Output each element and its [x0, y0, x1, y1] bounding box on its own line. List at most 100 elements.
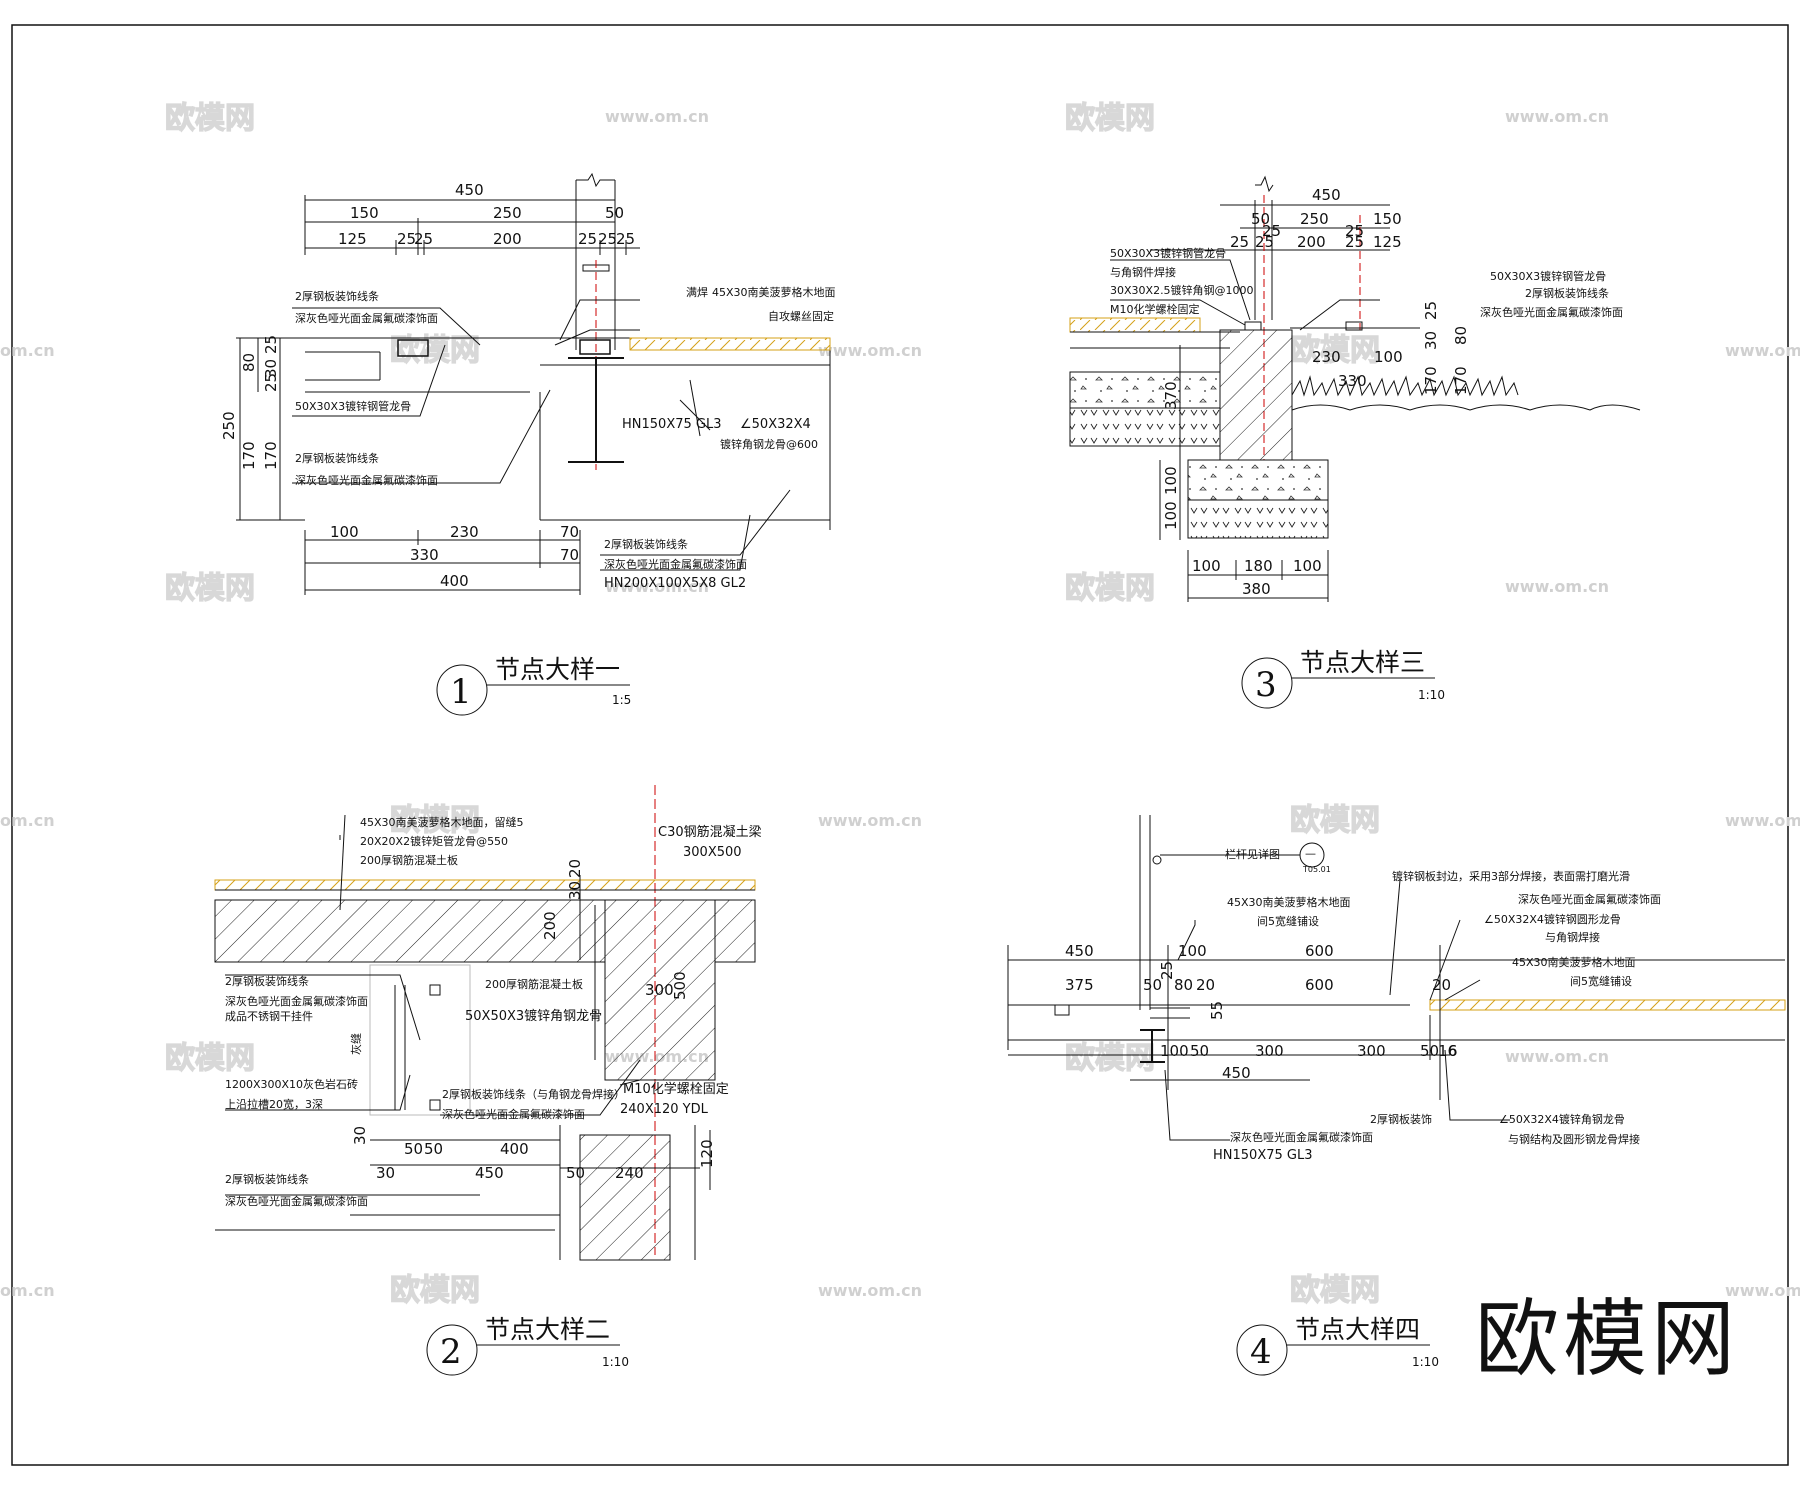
- note: 1200X300X10灰色岩石砖: [225, 1077, 358, 1091]
- detail-number: 4: [1250, 1332, 1272, 1372]
- dim-label: 25: [1158, 961, 1176, 980]
- dim-label: 450: [475, 1164, 504, 1182]
- note: 深灰色哑光面金属氟碳漆饰面: [1480, 305, 1623, 319]
- watermark-logo: 欧模网: [1065, 101, 1155, 136]
- dim-label: 25: [262, 335, 280, 354]
- note: 50X30X3镀锌钢管龙骨: [295, 399, 411, 413]
- dim-label: 125: [1373, 233, 1402, 251]
- note: 与角钢焊接: [1545, 930, 1600, 944]
- note: 45X30南美菠萝格木地面: [1227, 895, 1351, 909]
- dim-label: 50: [1420, 1042, 1439, 1060]
- dim-label: 70: [560, 546, 579, 564]
- note: T05.01: [1302, 865, 1331, 874]
- note: 上沿拉槽20宽，3深: [225, 1097, 323, 1111]
- dim-label: 50: [404, 1140, 423, 1158]
- watermark-logo: 欧模网: [165, 1041, 255, 1076]
- detail-1: [236, 174, 830, 595]
- dim-label: 180: [1244, 557, 1273, 575]
- dim-label: 80: [1174, 976, 1193, 994]
- note: 2厚钢板装饰线条（与角钢龙骨焊接）: [442, 1087, 625, 1101]
- dim-label: 80: [240, 353, 258, 372]
- detail-4: [1008, 815, 1785, 1140]
- watermark-url: om.cn: [0, 811, 55, 830]
- dim-label: 380: [1242, 580, 1271, 598]
- detail-number: 2: [440, 1332, 462, 1372]
- watermark-logo: 欧模网: [1065, 1041, 1155, 1076]
- note: 深灰色哑光面金属氟碳漆饰面: [225, 994, 368, 1008]
- dim-label: 375: [1065, 976, 1094, 994]
- dim-label: 30: [351, 1126, 369, 1145]
- dim-label: 20: [1196, 976, 1215, 994]
- dim-label: 100: [1374, 348, 1403, 366]
- dim-label: 450: [455, 181, 484, 199]
- watermark-url: www.om.cn: [1505, 1047, 1609, 1066]
- detail-number: 1: [450, 672, 472, 712]
- dim-label: 200: [493, 230, 522, 248]
- note: 深灰色哑光面金属氟碳漆饰面: [1230, 1130, 1373, 1144]
- note: 50X30X3镀锌钢管龙骨: [1110, 246, 1226, 260]
- note: 200厚钢筋混凝土板: [485, 977, 583, 991]
- watermark-logo: 欧模网: [165, 571, 255, 606]
- dim-label: 300: [1357, 1042, 1386, 1060]
- watermark-logo: 欧模网: [165, 101, 255, 136]
- dim-label: 230: [1312, 348, 1341, 366]
- watermark-url: www.om.cn: [1725, 811, 1800, 830]
- dim-label: 170: [1422, 366, 1440, 395]
- note: HN200X100X5X8 GL2: [604, 576, 746, 591]
- detail-title: 节点大样一: [495, 655, 620, 684]
- detail-3-text: 450 50 25 250 150 25 25 200 25 125 25 25…: [1110, 186, 1623, 598]
- watermark-url: www.om.cn: [1505, 577, 1609, 596]
- note: 2厚钢板装饰: [1370, 1112, 1432, 1126]
- dim-label: 20: [566, 859, 584, 878]
- watermark-url: www.om.cn: [818, 811, 922, 830]
- detail-4-title: 4 节点大样四 1:10: [1237, 1315, 1439, 1375]
- detail-title: 节点大样二: [485, 1315, 610, 1344]
- watermark-url: www.om.cn: [1505, 107, 1609, 126]
- note: M10化学螺栓固定: [623, 1081, 729, 1097]
- detail-scale: 1:10: [1412, 1355, 1439, 1369]
- detail-3-title: 3 节点大样三 1:10: [1242, 648, 1445, 708]
- watermark-logo: 欧模网: [1065, 571, 1155, 606]
- note: 45X30南美菠萝格木地面: [712, 285, 836, 299]
- watermark-url: www.om.cn: [1725, 1281, 1800, 1300]
- dim-label: 300: [1255, 1042, 1284, 1060]
- note: HN150X75 GL3: [1213, 1148, 1312, 1163]
- dim-label: 30: [566, 881, 584, 900]
- dim-label: 80: [1452, 326, 1470, 345]
- note: 深灰色哑光面金属氟碳漆饰面: [295, 473, 438, 487]
- note: M10化学螺栓固定: [1110, 302, 1200, 316]
- dim-label: 25: [262, 373, 280, 392]
- dim-label: 100: [1178, 942, 1207, 960]
- note: C30钢筋混凝土梁: [658, 824, 762, 840]
- note: —: [1305, 847, 1316, 860]
- dim-label: 300: [645, 981, 674, 999]
- dim-label: 25: [1255, 233, 1274, 251]
- dim-label: 170: [240, 441, 258, 470]
- note: 200厚钢筋混凝土板: [360, 853, 458, 867]
- note: 45X30南美菠萝格木地面，留缝5: [360, 815, 524, 829]
- note: 2厚钢板装饰线条: [225, 1172, 309, 1186]
- dim-label: 400: [440, 572, 469, 590]
- dim-label: 450: [1312, 186, 1341, 204]
- watermark-logo: 欧模网: [1290, 803, 1380, 838]
- dim-label: 25: [598, 230, 617, 248]
- dim-label: 6: [1448, 1042, 1458, 1060]
- dim-label: 25: [1345, 233, 1364, 251]
- note: 镀锌钢板封边，采用3部分焊接，表面需打磨光滑: [1392, 869, 1630, 883]
- dim-label: 125: [338, 230, 367, 248]
- dim-label: 55: [1208, 1001, 1226, 1020]
- dim-label: 370: [1162, 381, 1180, 410]
- detail-scale: 1:10: [1418, 688, 1445, 702]
- dim-label: 25: [1230, 233, 1249, 251]
- dim-label: 30: [262, 359, 280, 378]
- note: 45X30南美菠萝格木地面: [1512, 955, 1636, 969]
- dim-label: 70: [560, 523, 579, 541]
- dim-label: 100: [1293, 557, 1322, 575]
- dim-label: 30: [1422, 331, 1440, 350]
- dim-label: 200: [1297, 233, 1326, 251]
- dim-label: 400: [500, 1140, 529, 1158]
- dim-label: 30: [376, 1164, 395, 1182]
- detail-1-text: 450 150 250 50 125 25 25 200 25 25 25 25…: [220, 181, 836, 591]
- watermark-logo: 欧模网: [390, 803, 480, 838]
- note: 间5宽缝铺设: [1570, 974, 1632, 988]
